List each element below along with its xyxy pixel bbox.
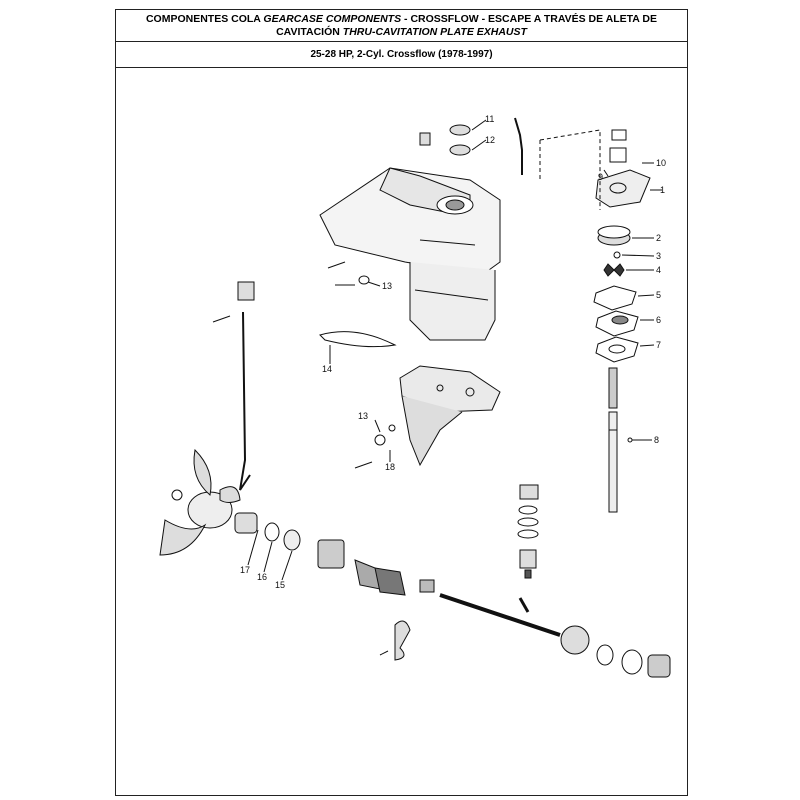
callout-10: 10	[656, 158, 666, 168]
header-text: COMPONENTES COLA	[145, 13, 264, 25]
header-text-italic: GEARCASE COMPONENTS	[263, 13, 402, 25]
lower-gearcase	[399, 365, 501, 467]
parts-diagram-page: COMPONENTES COLA GEARCASE COMPONENTS - C…	[115, 9, 688, 796]
callout-15: 15	[275, 580, 285, 590]
callout-13-upper: 13	[382, 281, 392, 291]
diagram-subtitle: 25-28 HP, 2-Cyl. Crossflow (1978-1997)	[116, 42, 687, 68]
callout-3: 3	[656, 251, 661, 261]
callout-14: 14	[322, 364, 332, 374]
callout-17: 17	[240, 565, 250, 575]
callout-6: 6	[656, 315, 661, 325]
header-text-italic: THRU-CAVITATION PLATE EXHAUST	[342, 26, 527, 38]
diagram-header: COMPONENTES COLA GEARCASE COMPONENTS - C…	[116, 10, 687, 42]
callout-1: 1	[660, 185, 665, 195]
header-text: - CROSSFLOW - ESCAPE A TRAVÉS DE ALETA D…	[401, 13, 658, 25]
callout-4: 4	[656, 265, 661, 275]
callout-7: 7	[656, 340, 661, 350]
callout-16: 16	[257, 572, 267, 582]
water-pump-stack	[593, 129, 651, 513]
callout-leaders	[247, 119, 662, 581]
driveshaft-housing	[319, 167, 501, 341]
callout-9: 9	[598, 172, 603, 182]
prop-shaft-assembly	[234, 424, 671, 678]
callout-labels: 11 12 1 2 3 4 5 6 7 8 9 10 13 14 13 18 1…	[240, 114, 666, 590]
housing-small-parts	[319, 117, 523, 348]
callout-8: 8	[654, 435, 659, 445]
header-text: CAVITACIÓN	[276, 26, 343, 38]
propeller	[159, 448, 241, 556]
callout-2: 2	[656, 233, 661, 243]
callout-11: 11	[485, 114, 494, 124]
callout-12: 12	[485, 135, 495, 145]
shift-rod	[212, 281, 255, 491]
callout-5: 5	[656, 290, 661, 300]
callout-18: 18	[385, 462, 395, 472]
callout-13-lower: 13	[358, 411, 368, 421]
